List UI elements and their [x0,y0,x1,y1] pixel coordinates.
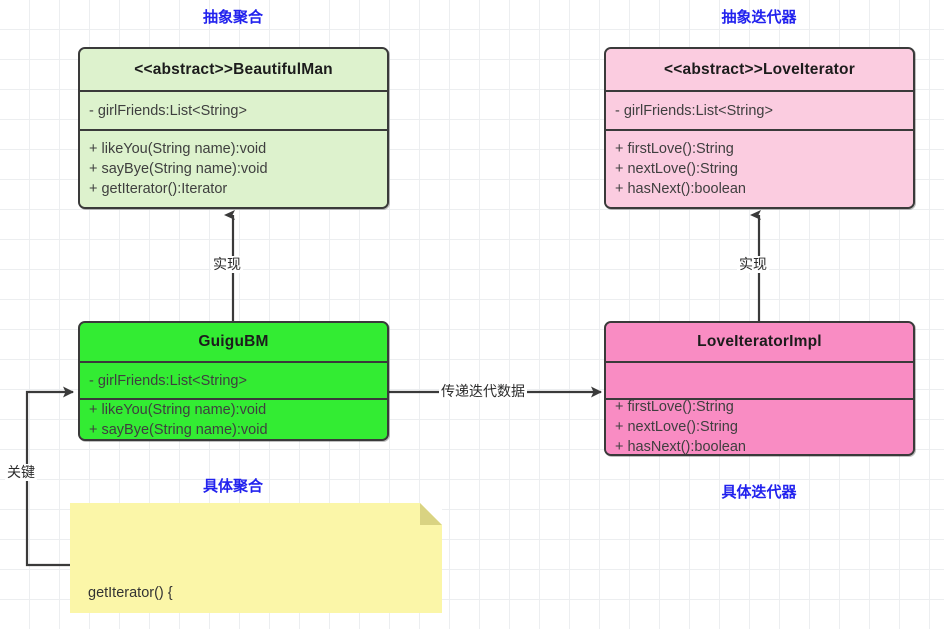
method-line: + likeYou(String name):void [89,141,267,157]
attribute-line: - girlFriends:List<String> [89,102,247,119]
class-guigu-bm-title: GuiguBM [80,323,387,361]
method-line: + hasNext():boolean [615,439,746,455]
method-line: + nextLove():String [615,419,738,435]
class-guigu-bm[interactable]: GuiguBM - girlFriends:List<String> + lik… [78,321,389,441]
class-guigu-bm-attributes: - girlFriends:List<String> [80,361,387,398]
edge-label-key: 关键 [5,464,37,481]
attribute-line: - girlFriends:List<String> [615,102,773,119]
class-love-iterator-methods: + firstLove():String + nextLove():String… [606,129,913,207]
class-beautiful-man[interactable]: <<abstract>>BeautifulMan - girlFriends:L… [78,47,389,209]
note-fold-icon [420,503,442,525]
class-beautiful-man-title: <<abstract>>BeautifulMan [80,49,387,90]
class-love-iterator[interactable]: <<abstract>>LoveIterator - girlFriends:L… [604,47,915,209]
class-beautiful-man-methods: + likeYou(String name):void + sayBye(Str… [80,129,387,207]
class-beautiful-man-attributes: - girlFriends:List<String> [80,90,387,129]
edge-label-pass-data: 传递迭代数据 [439,383,527,400]
edge-label-realize-right: 实现 [737,256,769,273]
class-love-iterator-impl[interactable]: LoveIteratorImpl + firstLove():String + … [604,321,915,456]
attribute-line: - girlFriends:List<String> [89,372,247,389]
method-line: + sayBye(String name):void [89,421,268,438]
class-love-iterator-impl-methods: + firstLove():String + nextLove():String… [606,398,913,454]
caption-concrete-iterator: 具体迭代器 [721,484,797,501]
method-line: + hasNext():boolean [615,181,746,197]
note-get-iterator[interactable]: getIterator() { return (new ConcreteIter… [70,503,442,613]
class-love-iterator-attributes: - girlFriends:List<String> [606,90,913,129]
caption-abstract-aggregate: 抽象聚合 [202,9,263,26]
method-line: + nextLove():String [615,161,738,177]
class-guigu-bm-methods: + likeYou(String name):void + sayBye(Str… [80,398,387,439]
caption-abstract-iterator: 抽象迭代器 [721,9,797,26]
class-love-iterator-impl-title: LoveIteratorImpl [606,323,913,361]
method-line: + firstLove():String [615,399,734,415]
method-line: + getIterator():Iterator [89,181,228,197]
method-line: + sayBye(String name):void [89,161,268,177]
method-line: + firstLove():String [615,141,734,157]
edge-label-realize-left: 实现 [211,256,243,273]
note-line: getIterator() { [88,585,173,601]
class-love-iterator-impl-attributes [606,361,913,398]
class-love-iterator-title: <<abstract>>LoveIterator [606,49,913,90]
method-line: + likeYou(String name):void [89,401,267,418]
caption-concrete-aggregate: 具体聚合 [202,478,263,495]
